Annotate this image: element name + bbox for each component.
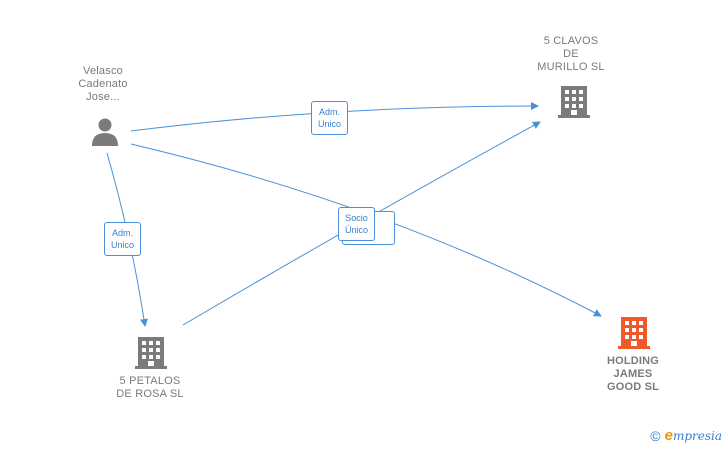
copyright-icon: © (650, 427, 661, 444)
company-label-holding[interactable]: HOLDING JAMES GOOD SL (606, 355, 660, 393)
brand-footer: © empresia (650, 427, 722, 444)
building-icon[interactable] (558, 84, 590, 123)
company-label-clavos[interactable]: 5 CLAVOS DE MURILLO SL (537, 35, 605, 73)
edge-badge-adm-top[interactable]: Adm. Unico (311, 101, 349, 135)
brand-logo[interactable]: empresia (664, 427, 722, 444)
company-label-petalos[interactable]: 5 PETALOS DE ROSA SL (116, 375, 184, 400)
person-icon[interactable] (90, 117, 120, 152)
edge-badge-socio[interactable]: Socio Único (338, 207, 376, 241)
building-icon[interactable] (135, 335, 167, 374)
edge-badge-adm-left[interactable]: Adm. Unico (104, 222, 142, 256)
person-label[interactable]: Velasco Cadenato Jose... (78, 65, 128, 103)
building-icon-highlighted[interactable] (618, 315, 650, 354)
